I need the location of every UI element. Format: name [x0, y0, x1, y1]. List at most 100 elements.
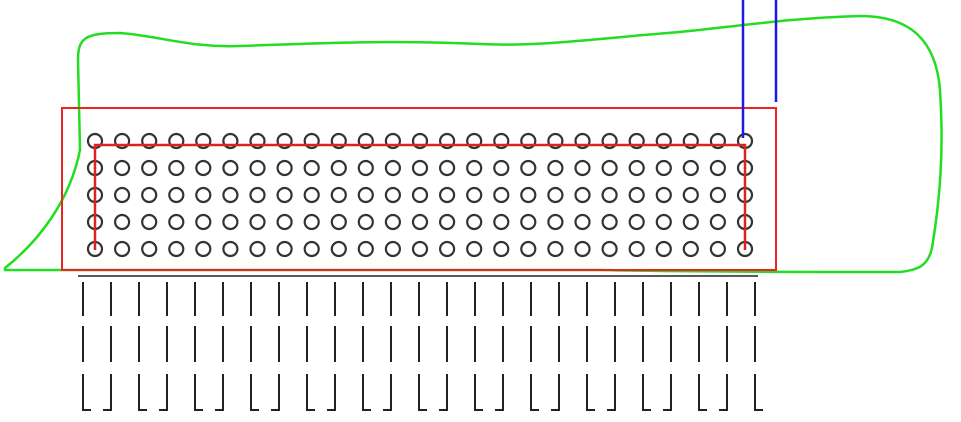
pad	[168, 132, 185, 150]
pad	[628, 132, 645, 150]
pad	[113, 213, 131, 231]
pad	[330, 213, 347, 231]
lead	[250, 282, 259, 411]
pad	[168, 240, 185, 258]
pad	[655, 132, 672, 150]
lead	[103, 282, 112, 411]
pad	[628, 240, 645, 258]
pad-grid	[86, 132, 754, 258]
pad	[574, 132, 591, 150]
pad	[168, 159, 185, 177]
lead-row	[82, 282, 763, 411]
pad	[303, 186, 320, 204]
pad	[411, 240, 429, 258]
pad	[276, 159, 293, 177]
pad	[439, 213, 456, 231]
lead	[607, 282, 616, 411]
pad	[574, 186, 591, 204]
lead	[306, 282, 315, 411]
lead	[474, 282, 483, 411]
pad	[384, 240, 401, 258]
lead	[383, 282, 392, 411]
pad	[709, 186, 727, 204]
pad	[303, 159, 320, 177]
pad	[141, 132, 158, 150]
pad	[682, 240, 699, 258]
lead	[663, 282, 672, 411]
pad	[168, 186, 185, 204]
pad	[276, 240, 293, 258]
pad	[411, 159, 429, 177]
pad	[466, 132, 483, 150]
pad	[222, 240, 239, 258]
pad	[249, 213, 266, 231]
pad	[466, 186, 483, 204]
pad	[682, 132, 699, 150]
pad	[330, 186, 347, 204]
pad	[195, 186, 212, 204]
pad	[574, 213, 591, 231]
pad	[113, 240, 131, 258]
pad	[357, 159, 374, 177]
pad	[384, 132, 401, 150]
lead	[642, 282, 651, 411]
grid-trace-path	[93, 143, 747, 250]
pad	[439, 240, 456, 258]
pad	[574, 240, 591, 258]
pad	[547, 132, 564, 150]
pad	[411, 132, 429, 150]
pad	[547, 240, 564, 258]
pad	[493, 132, 510, 150]
pad	[439, 159, 456, 177]
pad	[466, 159, 483, 177]
lead	[551, 282, 560, 411]
lead	[530, 282, 539, 411]
lead	[754, 282, 763, 411]
pad	[357, 132, 374, 150]
pad	[655, 213, 672, 231]
pad	[303, 132, 320, 150]
lead	[586, 282, 595, 411]
pad	[222, 186, 239, 204]
pad	[357, 240, 374, 258]
pad	[384, 159, 401, 177]
pad	[276, 213, 293, 231]
lead	[159, 282, 168, 411]
pad	[249, 186, 266, 204]
pad	[547, 186, 564, 204]
lead	[138, 282, 147, 411]
pad	[113, 186, 131, 204]
pad	[520, 186, 537, 204]
pad	[682, 186, 699, 204]
lead	[719, 282, 728, 411]
pad	[709, 213, 727, 231]
pad	[357, 213, 374, 231]
pad	[249, 240, 266, 258]
pad	[222, 159, 239, 177]
pad	[601, 159, 618, 177]
pad	[655, 159, 672, 177]
lead	[194, 282, 203, 411]
pad	[195, 213, 212, 231]
pad	[466, 213, 483, 231]
lead	[495, 282, 504, 411]
pad	[628, 213, 645, 231]
pad	[493, 240, 510, 258]
lead	[439, 282, 448, 411]
pad	[384, 213, 401, 231]
pad	[655, 240, 672, 258]
pad	[439, 186, 456, 204]
pad	[628, 186, 645, 204]
pad	[249, 132, 266, 150]
pad	[520, 159, 537, 177]
pad	[655, 186, 672, 204]
pad	[709, 159, 727, 177]
pad	[493, 159, 510, 177]
pad	[574, 159, 591, 177]
pad	[601, 213, 618, 231]
pad	[601, 186, 618, 204]
pad	[682, 213, 699, 231]
pad	[141, 213, 158, 231]
pad	[520, 132, 537, 150]
